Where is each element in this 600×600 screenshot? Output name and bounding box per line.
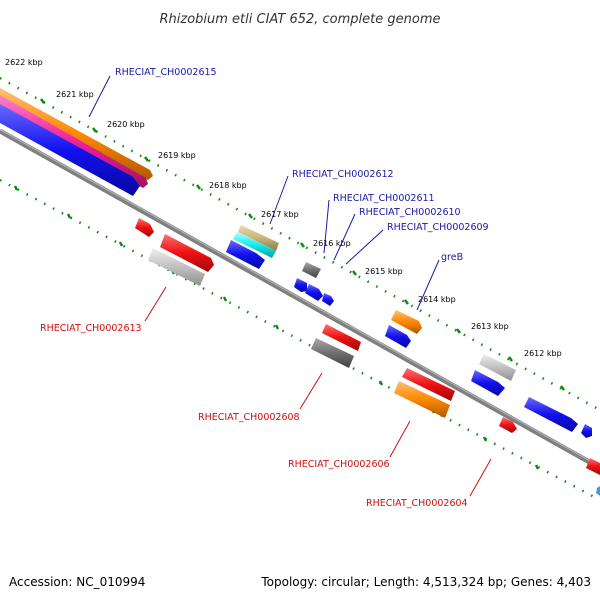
long-blue-gene-arrow[interactable] xyxy=(0,104,140,196)
magenta-feature-bar[interactable] xyxy=(0,95,148,188)
gene-label-rheciat-ch0002610[interactable]: RHECIAT_CH0002610 xyxy=(359,207,461,218)
kbp-label: 2612 kbp xyxy=(524,349,562,358)
outer-major-ticks xyxy=(40,98,565,391)
gene-label-rheciat-ch0002611[interactable]: RHECIAT_CH0002611 xyxy=(333,193,435,204)
gene-label-rheciat-ch0002606[interactable]: RHECIAT_CH0002606 xyxy=(288,459,390,470)
red-gene-arrow[interactable] xyxy=(160,234,214,272)
tan-feature-bar[interactable] xyxy=(238,225,279,251)
reverse-gene-labels xyxy=(144,286,492,497)
kbp-label: 2619 kbp xyxy=(158,151,196,160)
gene-label-rheciat-ch0002613[interactable]: RHECIAT_CH0002613 xyxy=(40,323,142,334)
orange-gene-arrow[interactable] xyxy=(391,310,422,334)
red-gene-arrow[interactable] xyxy=(402,368,455,401)
red-gene-small[interactable] xyxy=(586,458,600,475)
gene-label-rheciat-ch0002615[interactable]: RHECIAT_CH0002615 xyxy=(115,67,217,78)
lightgray-gene-bar[interactable] xyxy=(148,248,205,286)
forward-gene-labels xyxy=(88,75,440,311)
gene-label-rheciat-ch0002608[interactable]: RHECIAT_CH0002608 xyxy=(198,412,300,423)
gray-gene-small[interactable] xyxy=(302,262,321,278)
kbp-label: 2618 kbp xyxy=(209,181,247,190)
gene-label-rheciat-ch0002609[interactable]: RHECIAT_CH0002609 xyxy=(387,222,489,233)
lightgray-gene-bar[interactable] xyxy=(479,354,516,381)
gene-label-rheciat-ch0002604[interactable]: RHECIAT_CH0002604 xyxy=(366,498,468,509)
kbp-label: 2614 kbp xyxy=(418,295,456,304)
blue-gene-small[interactable] xyxy=(581,424,592,438)
kbp-label: 2622 kbp xyxy=(5,58,43,67)
outer-tick-track xyxy=(0,76,600,412)
red-gene-arrow[interactable] xyxy=(322,324,361,351)
blue-gene-small[interactable] xyxy=(322,293,334,306)
kbp-label: 2615 kbp xyxy=(365,267,403,276)
cyan-feature-bar[interactable] xyxy=(233,232,276,258)
map-title: Rhizobium etli CIAT 652, complete genome xyxy=(160,12,441,27)
genome-backbone xyxy=(0,128,600,471)
gene-label-greb[interactable]: greB xyxy=(441,252,463,263)
red-gene-small[interactable] xyxy=(135,218,154,237)
kbp-label: 2620 kbp xyxy=(107,120,145,129)
orange-gene-bar[interactable] xyxy=(394,381,450,418)
orange-feature-bar[interactable] xyxy=(0,88,153,180)
kbp-labels: 2622 kbp 2621 kbp 2620 kbp 2619 kbp 2618… xyxy=(5,58,562,358)
inner-tick-track xyxy=(0,178,600,502)
kbp-label: 2613 kbp xyxy=(471,322,509,331)
lightblue-gene-small[interactable] xyxy=(596,486,600,496)
kbp-label: 2616 kbp xyxy=(313,239,351,248)
blue-gene-arrow[interactable] xyxy=(226,240,265,269)
genome-backbone-highlight xyxy=(0,128,600,468)
kbp-label: 2617 kbp xyxy=(261,210,299,219)
kbp-label: 2621 kbp xyxy=(56,90,94,99)
red-gene-small[interactable] xyxy=(499,417,517,433)
blue-gene-arrow[interactable] xyxy=(385,325,411,348)
blue-gene-small[interactable] xyxy=(294,278,307,292)
topology-text: Topology: circular; Length: 4,513,324 bp… xyxy=(260,575,591,589)
blue-gene-arrow[interactable] xyxy=(471,370,505,396)
blue-gene-small[interactable] xyxy=(305,284,323,301)
gene-label-rheciat-ch0002612[interactable]: RHECIAT_CH0002612 xyxy=(292,169,394,180)
gray-gene-bar[interactable] xyxy=(311,338,354,368)
blue-gene-arrow[interactable] xyxy=(524,397,578,432)
accession-text: Accession: NC_010994 xyxy=(9,575,145,589)
